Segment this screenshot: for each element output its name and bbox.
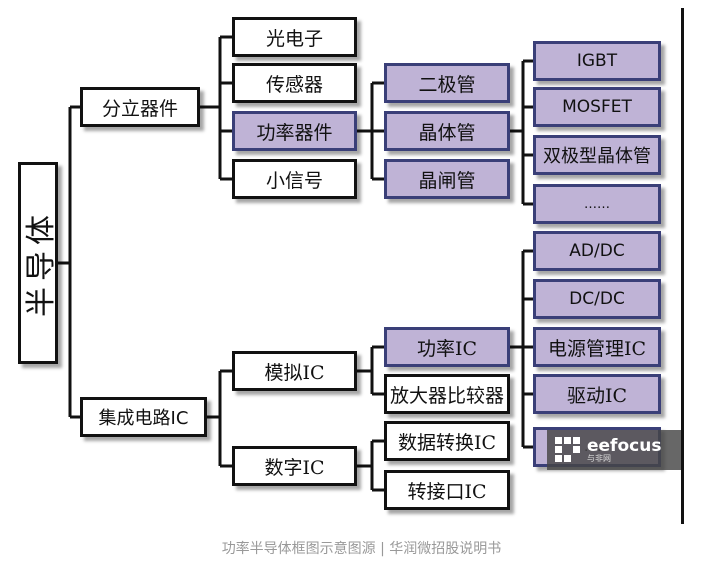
node-driver-ic: 驱动IC xyxy=(533,374,661,414)
node-igbt: IGBT xyxy=(533,41,661,81)
node-transistor: 晶体管 xyxy=(384,111,510,151)
node-digital-ic-label: 数字IC xyxy=(264,456,325,479)
node-discrete: 分立器件 xyxy=(80,87,200,127)
figure-caption: 功率半导体框图示意图源 | 华润微招股说明书 xyxy=(221,541,502,557)
node-interface-ic: 转接口IC xyxy=(384,470,510,510)
right-divider xyxy=(681,8,684,524)
node-analog-ic: 模拟IC xyxy=(232,351,357,391)
node-ac-dc: AD/DC xyxy=(533,231,661,271)
node-thyristor: 晶闸管 xyxy=(384,159,510,199)
node-analog-ic-label: 模拟IC xyxy=(264,361,325,384)
node-diode: 二极管 xyxy=(384,63,510,103)
node-ic: 集成电路IC xyxy=(80,397,207,437)
node-dc-dc: DC/DC xyxy=(533,279,661,319)
node-digital-ic: 数字IC xyxy=(232,446,357,486)
node-bjt: 双极型晶体管 xyxy=(533,135,661,175)
node-root: 半导体 xyxy=(18,162,59,364)
node-amplifier-comparator: 放大器比较器 xyxy=(384,374,510,414)
watermark-sub: 与非网 xyxy=(587,453,611,463)
node-power-device: 功率器件 xyxy=(232,111,357,151)
node-power-management-ic: 电源管理IC xyxy=(533,327,661,367)
node-sensor: 传感器 xyxy=(232,63,357,103)
node-data-converter-ic: 数据转换IC xyxy=(384,421,510,461)
node-optoelectronic: 光电子 xyxy=(232,17,357,57)
eefocus-logo-icon xyxy=(555,437,581,463)
node-transistor-more: …… xyxy=(533,184,661,224)
watermark-brand: eefocus xyxy=(587,435,662,456)
eefocus-watermark: eefocus 与非网 xyxy=(547,430,681,470)
node-small-signal: 小信号 xyxy=(232,159,357,199)
node-mosfet: MOSFET xyxy=(533,87,661,127)
node-power-ic: 功率IC xyxy=(384,327,510,367)
node-root-label: 半导体 xyxy=(24,209,59,317)
